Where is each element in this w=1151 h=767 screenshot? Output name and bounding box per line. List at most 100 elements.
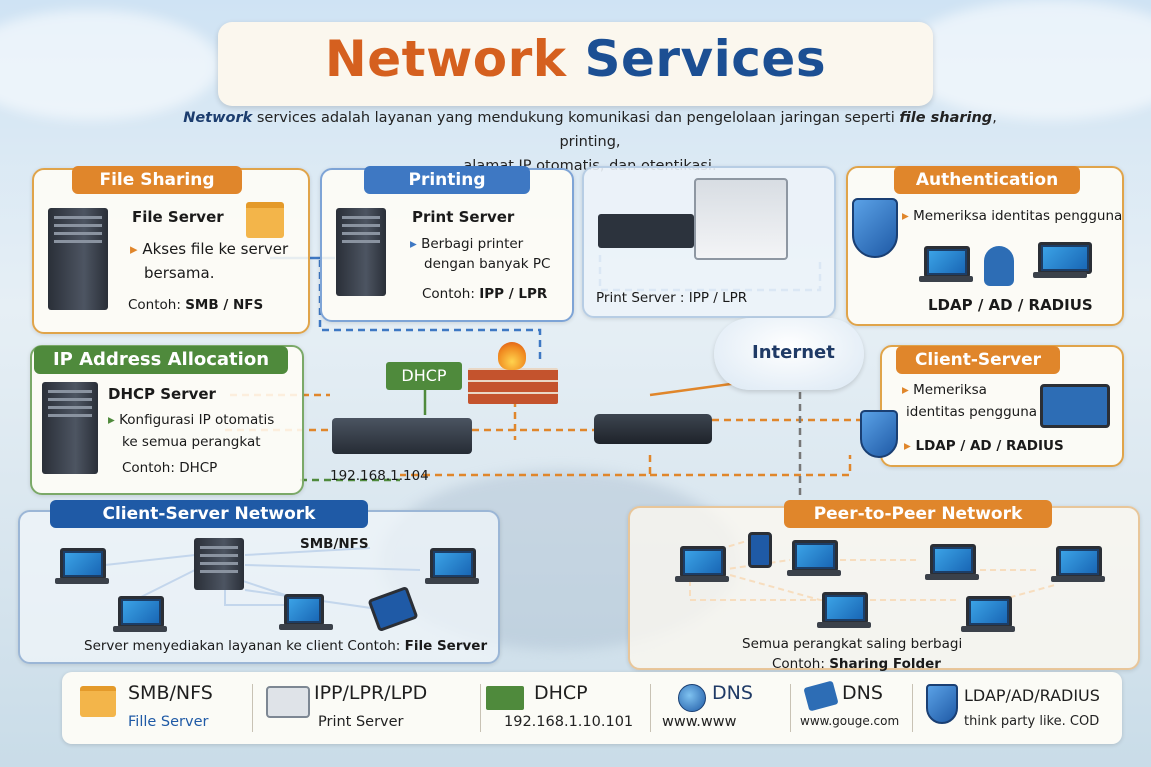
protocol-sub: www.gouge.com xyxy=(800,714,900,728)
client-server-tag: Client-Server xyxy=(896,346,1060,374)
description-emph: file sharing xyxy=(899,110,993,126)
protocol-ipp: IPP/LPR/LPD Print Server xyxy=(258,672,476,744)
print-server-icon xyxy=(336,208,386,296)
protocol-sub: www.www xyxy=(662,714,737,730)
printing-bullet1: ▸ Berbagi printer xyxy=(410,236,524,252)
protocol-sub: think party like. COD xyxy=(964,714,1100,729)
protocol-dhcp: DHCP 192.168.1.10.101 xyxy=(486,672,646,744)
protocol-smb-nfs: SMB/NFS Fille Server xyxy=(62,672,247,744)
file-sharing-bullet1: ▸ Akses file ke server xyxy=(130,240,289,258)
laptop-icon xyxy=(1051,546,1105,582)
laptop-icon xyxy=(919,246,973,282)
file-sharing-bullet1-text: Akses file ke server xyxy=(142,240,289,258)
p2p-caption1: Semua perangkat saling berbagi xyxy=(742,636,963,652)
file-sharing-example-prefix: Contoh: xyxy=(128,297,186,313)
authentication-bullet-text: Memeriksa identitas pengguna xyxy=(913,208,1123,224)
laptop-icon xyxy=(113,596,167,632)
network-server-icon xyxy=(194,538,244,590)
description-line1: services adalah layanan yang mendukung k… xyxy=(252,110,900,126)
folder-icon xyxy=(246,202,284,238)
client-server-network-tag: Client-Server Network xyxy=(50,500,368,528)
firewall-icon xyxy=(468,368,558,404)
rack-device-icon xyxy=(598,214,694,248)
description-line1-end: , printing, xyxy=(559,110,997,150)
switch-icon xyxy=(332,418,472,454)
divider xyxy=(480,684,481,732)
title-banner: Network Services xyxy=(218,22,933,106)
printing-example: Contoh: IPP / LPR xyxy=(422,286,547,302)
laptop-icon xyxy=(55,548,109,584)
file-sharing-example-value: SMB / NFS xyxy=(185,297,264,313)
title-part2: Services xyxy=(584,30,827,88)
protocol-ldap: LDAP/AD/RADIUS think party like. COD xyxy=(920,672,1120,744)
client-server-network-caption: Server menyediakan layanan ke client Con… xyxy=(84,638,487,654)
authentication-protocols: LDAP / AD / RADIUS xyxy=(928,296,1093,314)
internet-cloud xyxy=(714,318,864,390)
divider xyxy=(912,684,913,732)
fire-icon xyxy=(498,342,526,370)
user-icon xyxy=(984,246,1014,286)
protocol-dns: DNS www.www xyxy=(658,672,788,744)
printing-tag: Printing xyxy=(364,166,530,194)
p2p-caption2: Contoh: Sharing Folder xyxy=(772,656,941,672)
protocol-sub: 192.168.1.10.101 xyxy=(504,714,634,730)
file-server-icon xyxy=(48,208,108,310)
file-sharing-example: Contoh: SMB / NFS xyxy=(128,297,263,313)
p2p-caption2-example: Sharing Folder xyxy=(829,656,941,672)
dns-icon xyxy=(803,680,839,712)
printer-icon xyxy=(266,686,310,718)
protocol-name: DNS xyxy=(712,682,753,704)
workstation-icon xyxy=(1040,384,1110,428)
laptop-icon xyxy=(787,540,841,576)
client-server-network-panel xyxy=(18,510,500,664)
printing-example-prefix: Contoh: xyxy=(422,286,480,302)
cloud-decoration xyxy=(0,10,220,120)
protocol-name: IPP/LPR/LPD xyxy=(314,682,428,704)
dhcp-server-icon xyxy=(42,382,98,474)
divider xyxy=(790,684,791,732)
laptop-icon xyxy=(279,594,333,630)
p2p-network-panel xyxy=(628,506,1140,670)
network-card-icon xyxy=(486,686,524,710)
protocol-name: LDAP/AD/RADIUS xyxy=(964,686,1100,705)
laptop-icon xyxy=(675,546,729,582)
p2p-caption2-prefix: Contoh: xyxy=(772,656,830,672)
printing-bullet1-text: Berbagi printer xyxy=(421,236,524,252)
shield-icon xyxy=(860,410,898,458)
ip-allocation-tag: IP Address Allocation xyxy=(34,346,288,374)
ip-allocation-bullet2: ke semua perangkat xyxy=(122,434,261,450)
ip-allocation-bullet1: ▸ Konfigurasi IP otomatis xyxy=(108,412,275,428)
protocol-strip: SMB/NFS Fille Server IPP/LPR/LPD Print S… xyxy=(62,672,1122,744)
laptop-icon xyxy=(817,592,871,628)
ip-allocation-bullet1-text: Konfigurasi IP otomatis xyxy=(119,412,275,428)
shield-icon xyxy=(926,684,958,724)
laptop-icon xyxy=(925,544,979,580)
printer-icon xyxy=(694,178,788,260)
authentication-bullet: ▸ Memeriksa identitas pengguna xyxy=(902,208,1123,224)
print-server-label: Print Server xyxy=(412,208,515,226)
folder-icon xyxy=(80,686,116,717)
protocol-name: DNS xyxy=(842,682,883,704)
client-server-bullet1: ▸ Memeriksa xyxy=(902,382,987,398)
dhcp-server-label: DHCP Server xyxy=(108,385,216,403)
description-lead: Network xyxy=(183,110,253,126)
client-server-protocols: ▸ LDAP / AD / RADIUS xyxy=(904,438,1064,454)
protocol-dns-2: DNS www.gouge.com xyxy=(796,672,926,744)
internet-label: Internet xyxy=(752,342,835,363)
dhcp-badge: DHCP xyxy=(386,362,462,390)
title-part1: Network xyxy=(324,30,567,88)
protocol-name: DHCP xyxy=(534,682,588,704)
client-server-bullet1-text: Memeriksa xyxy=(913,382,987,398)
printing-example-value: IPP / LPR xyxy=(479,286,548,302)
divider xyxy=(252,684,253,732)
ip-address-label: 192.168.1.104 xyxy=(330,468,429,484)
protocol-name: SMB/NFS xyxy=(128,682,213,704)
client-server-bullet2: identitas pengguna xyxy=(906,404,1038,420)
protocol-sub: Print Server xyxy=(318,714,404,730)
client-server-protocols-text: LDAP / AD / RADIUS xyxy=(915,438,1064,454)
file-sharing-tag: File Sharing xyxy=(72,166,242,194)
print-visual-caption: Print Server : IPP / LPR xyxy=(596,290,748,306)
page-title: Network Services xyxy=(218,30,933,88)
authentication-tag: Authentication xyxy=(894,166,1080,194)
p2p-network-tag: Peer-to-Peer Network xyxy=(784,500,1052,528)
